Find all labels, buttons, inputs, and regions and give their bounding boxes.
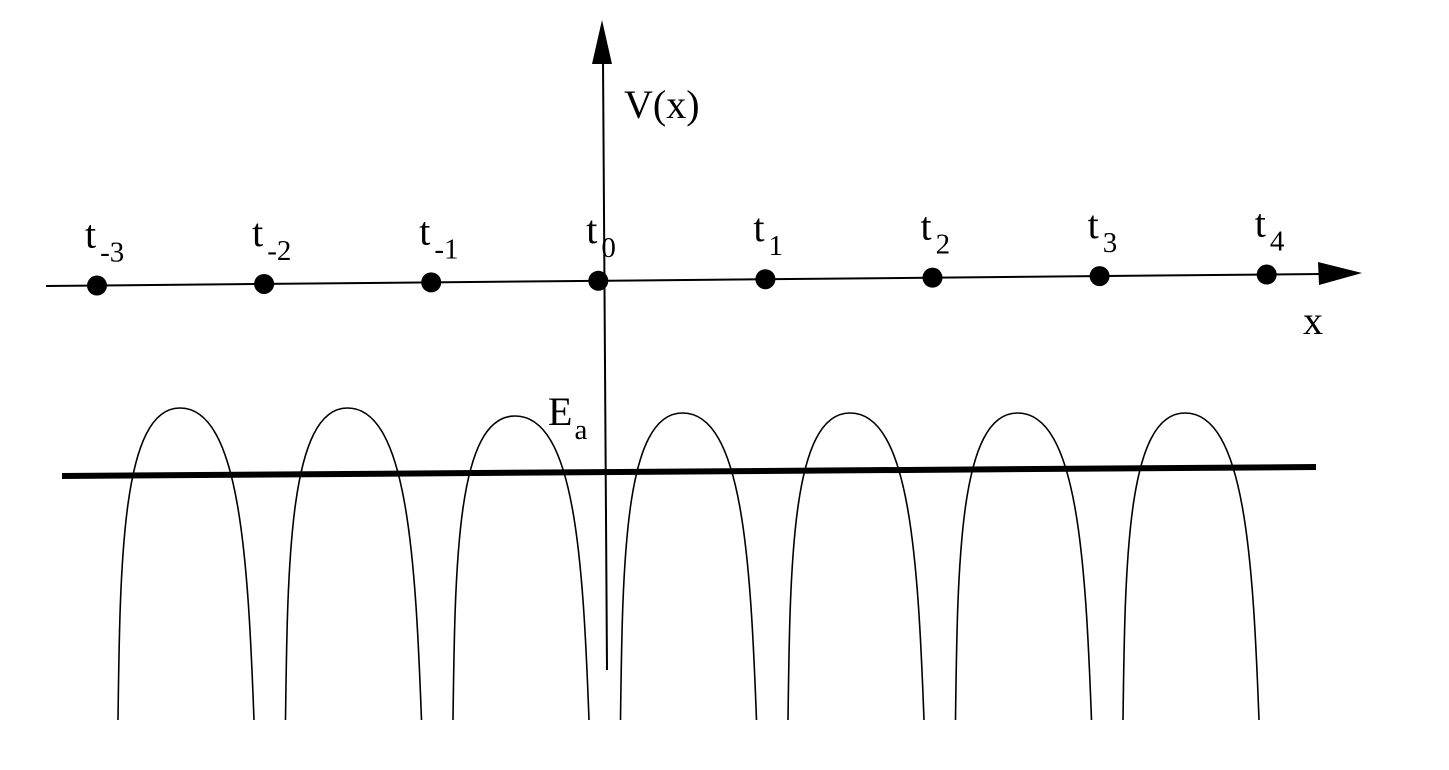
site-label-base: t <box>419 208 430 253</box>
energy-level-subscript: a <box>574 414 587 446</box>
x-axis: x <box>45 262 1362 343</box>
potential-well-curve <box>284 407 423 721</box>
site-label: t-3 <box>85 212 124 269</box>
potential-well-curve <box>1122 412 1260 721</box>
site-label-subscript: 0 <box>601 232 616 264</box>
site-label-base: t <box>586 207 597 252</box>
site-label-base: t <box>1088 202 1099 247</box>
site-dot <box>922 267 943 288</box>
y-axis-line <box>602 59 608 671</box>
site-label-subscript: -1 <box>434 233 458 265</box>
y-axis-label: V(x) <box>624 82 700 127</box>
site-label-subscript: -2 <box>267 235 291 267</box>
x-axis-line <box>45 273 1323 287</box>
y-axis-arrowhead <box>592 20 612 64</box>
energy-level-line <box>61 464 1317 479</box>
site-label-base: t <box>921 204 932 249</box>
site-dot <box>1256 264 1277 285</box>
site-dot <box>755 269 776 290</box>
site-dot <box>1089 266 1110 287</box>
site-label-base: t <box>753 205 764 250</box>
x-axis-label: x <box>1303 298 1323 343</box>
potential-well-curve <box>954 412 1093 721</box>
energy-level-label: Ea <box>548 389 587 446</box>
site-label-subscript: 3 <box>1103 227 1118 259</box>
site-dot <box>588 270 609 291</box>
potential-well-curve <box>452 415 590 721</box>
site-dot <box>254 273 275 294</box>
potential-wells <box>117 407 1260 721</box>
potential-well-curve <box>117 407 255 721</box>
site-label: t-1 <box>419 208 458 265</box>
potential-well-curve <box>619 412 758 721</box>
x-axis-arrowhead <box>1318 262 1362 285</box>
potential-well-curve <box>787 412 925 721</box>
site-label-subscript: -3 <box>100 237 124 269</box>
energy-level-symbol: E <box>548 389 572 434</box>
site-dot <box>421 272 442 293</box>
site-label-base: t <box>85 212 96 257</box>
site-label-base: t <box>1255 201 1266 246</box>
site-label: t-2 <box>252 210 291 267</box>
site-label-subscript: 1 <box>769 230 784 262</box>
site-label-base: t <box>252 210 263 255</box>
site-label-subscript: 4 <box>1270 226 1285 258</box>
energy-level: Ea <box>61 389 1317 479</box>
y-axis: V(x) <box>592 20 700 671</box>
site-dot <box>87 275 107 296</box>
site-label-subscript: 2 <box>936 229 951 261</box>
